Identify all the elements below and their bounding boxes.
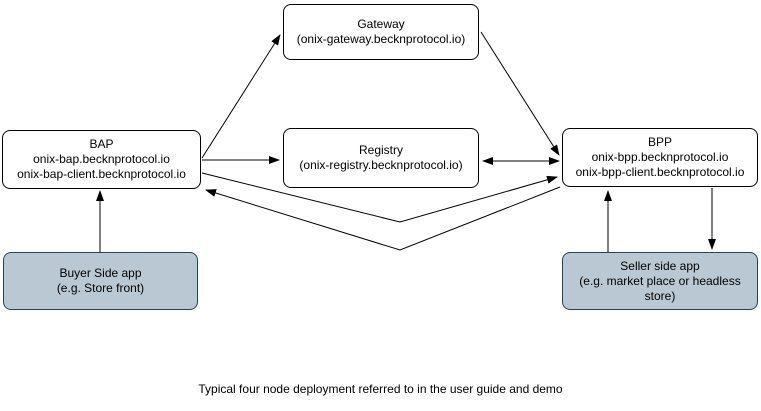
node-bap-client-host: onix-bap-client.becknprotocol.io <box>17 167 186 181</box>
diagram-caption: Typical four node deployment referred to… <box>198 382 563 396</box>
edge-bpp-to-bap <box>205 186 561 251</box>
node-bap-title: BAP <box>89 137 114 151</box>
node-registry-title: Registry <box>358 143 403 157</box>
node-seller-subtitle: (e.g. market place or headless store) <box>579 273 741 303</box>
node-bpp[interactable]: BPP onix-bpp.becknprotocol.io onix-bpp-c… <box>562 128 758 187</box>
node-gateway-host: (onix-gateway.becknprotocol.io) <box>296 32 466 46</box>
node-buyer-side-app[interactable]: Buyer Side app (e.g. Store front) <box>3 252 198 310</box>
node-buyer-subtitle: (e.g. Store front) <box>56 281 145 295</box>
node-bpp-host: onix-bpp.becknprotocol.io <box>591 150 729 164</box>
node-bap[interactable]: BAP onix-bap.becknprotocol.io onix-bap-c… <box>2 130 201 189</box>
node-bpp-title: BPP <box>647 135 672 149</box>
node-buyer-title: Buyer Side app <box>59 266 142 280</box>
edge-gateway-to-bpp <box>480 31 560 156</box>
edge-bap-to-gateway <box>201 34 281 159</box>
node-seller-side-app[interactable]: Seller side app (e.g. market place or he… <box>562 252 758 310</box>
node-gateway[interactable]: Gateway (onix-gateway.becknprotocol.io) <box>283 4 479 60</box>
node-registry-host: (onix-registry.becknprotocol.io) <box>299 158 463 172</box>
node-bap-host: onix-bap.becknprotocol.io <box>33 152 170 166</box>
node-gateway-title: Gateway <box>357 17 405 31</box>
node-bpp-client-host: onix-bpp-client.becknprotocol.io <box>575 165 745 179</box>
node-seller-title: Seller side app <box>620 258 700 273</box>
node-registry[interactable]: Registry (onix-registry.becknprotocol.io… <box>283 128 479 188</box>
